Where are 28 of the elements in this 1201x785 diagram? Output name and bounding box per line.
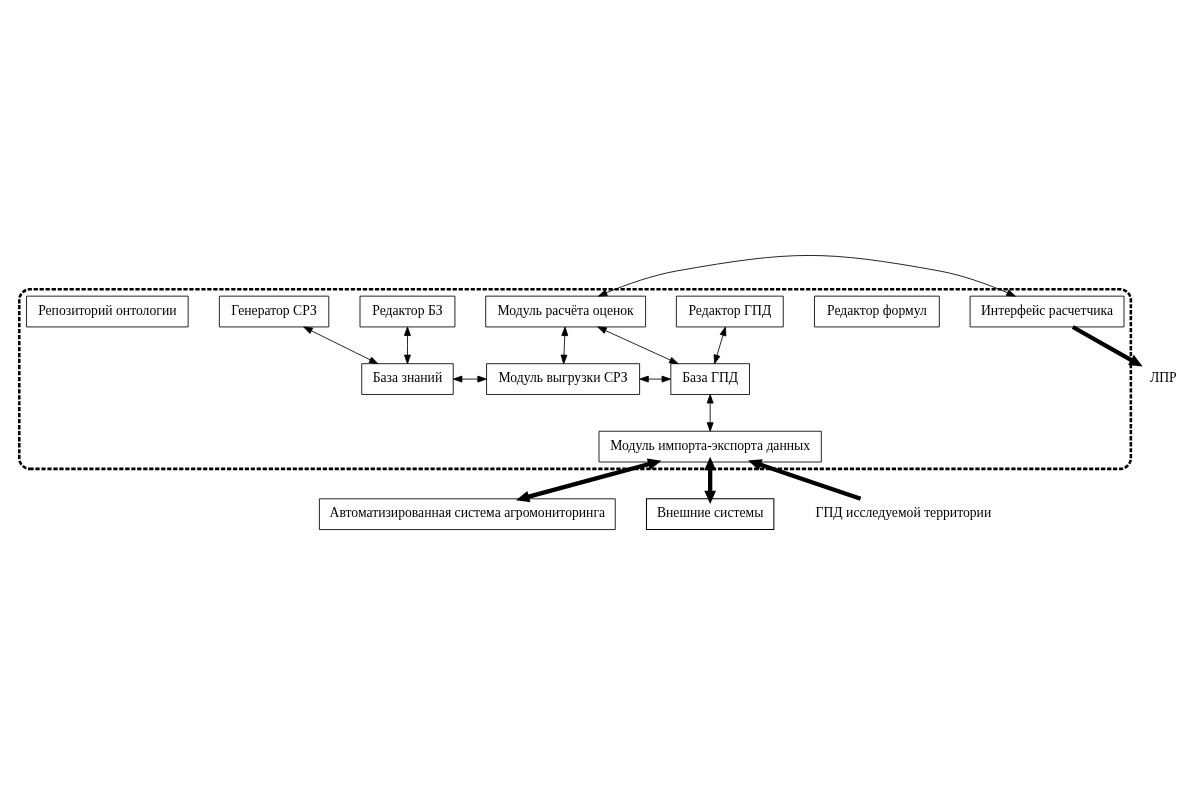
- arrow: [713, 326, 727, 365]
- arrow: [560, 326, 569, 365]
- arrow: [452, 375, 487, 383]
- arrow: [597, 255, 1016, 297]
- arrow: [303, 326, 379, 365]
- arrow: [706, 394, 714, 432]
- arrow: [404, 326, 411, 365]
- node-text: ГПД исследуемой территории: [815, 505, 992, 521]
- node-box: Модуль импорта-экспорта данных: [598, 430, 822, 463]
- arrow: [748, 459, 862, 501]
- node-box: Автоматизированная система агромониторинга: [318, 498, 616, 530]
- arrow: [639, 375, 671, 383]
- node-box: База ГПД: [670, 363, 750, 395]
- node-box: Модуль выгрузки СРЗ: [486, 363, 641, 395]
- node-box: Редактор формул: [814, 295, 940, 328]
- node-text: ЛПР: [1149, 370, 1177, 386]
- arrow: [1071, 325, 1143, 367]
- node-box: Интерфейс расчетчика: [969, 295, 1125, 328]
- arrow: [515, 458, 662, 503]
- node-box: Внешние системы: [645, 498, 775, 531]
- arrow: [704, 456, 717, 505]
- node-box: База знаний: [361, 363, 454, 395]
- node-box: Редактор БЗ: [359, 295, 456, 328]
- node-box: Репозиторий онтологии: [26, 295, 189, 328]
- arrow: [597, 326, 679, 365]
- node-box: Генератор СРЗ: [218, 295, 330, 328]
- node-box: Модуль расчёта оценок: [485, 295, 647, 328]
- node-box: Редактор ГПД: [675, 295, 784, 328]
